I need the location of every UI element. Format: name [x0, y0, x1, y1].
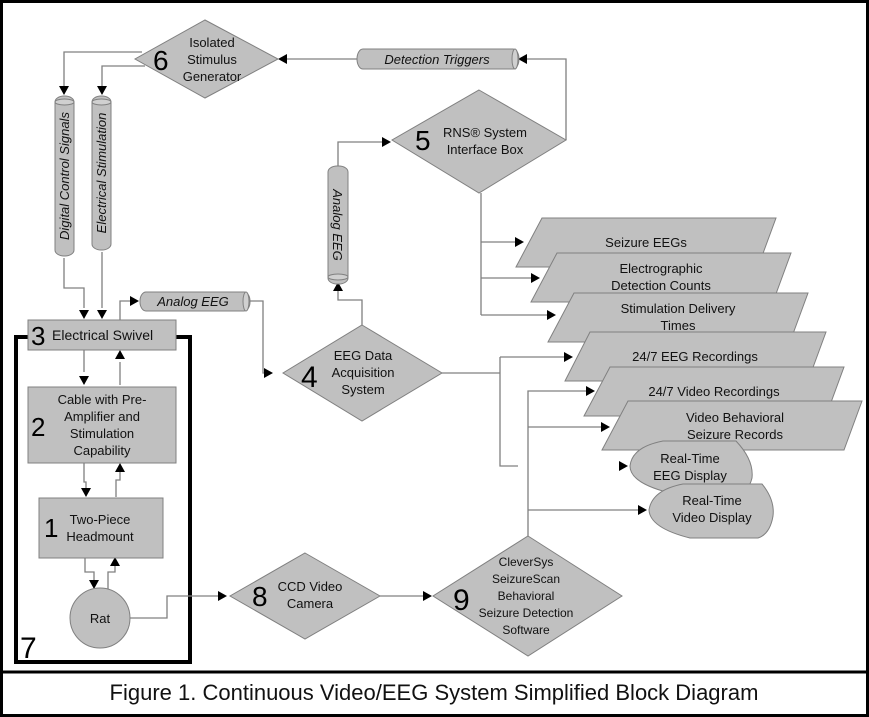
block-2-number: 2: [31, 412, 45, 442]
block-2-line-1: Cable with Pre-: [58, 392, 147, 407]
output-eeg-recordings-label: 24/7 EEG Recordings: [632, 349, 758, 364]
block-6-stimulus-generator[interactable]: 6 Isolated Stimulus Generator: [133, 19, 280, 99]
output-behavioral-line-2: Seizure Records: [687, 427, 784, 442]
block-4-line-1: EEG Data: [334, 348, 393, 363]
block-9-line-2: SeizureScan: [492, 572, 560, 586]
pipe-analog-eeg-vertical-label: Analog EEG: [330, 188, 345, 261]
output-realtime-eeg-display[interactable]: Real-Time EEG Display: [629, 440, 753, 494]
output-detection-counts-line-1: Electrographic: [619, 261, 703, 276]
block-8-number: 8: [252, 581, 268, 612]
block-9-line-1: CleverSys: [499, 555, 554, 569]
block-2-line-3: Stimulation: [70, 426, 134, 441]
block-9-line-3: Behavioral: [498, 589, 555, 603]
output-behavioral-seizure-records[interactable]: Video Behavioral Seizure Records: [601, 400, 863, 451]
block-2-line-2: Amplifier and: [64, 409, 140, 424]
block-5-number: 5: [415, 125, 431, 156]
block-7-number: 7: [20, 632, 37, 665]
connectors: [63, 51, 640, 619]
block-3-electrical-swivel[interactable]: 3 Electrical Swivel: [27, 319, 177, 351]
pipe-digital-control-signals: Digital Control Signals: [54, 95, 75, 257]
block-5-line-1: RNS® System: [443, 125, 527, 140]
block-1-line-1: Two-Piece: [70, 512, 131, 527]
output-stim-times-line-1: Stimulation Delivery: [621, 301, 736, 316]
output-rt-video-line-2: Video Display: [672, 510, 752, 525]
rat-label: Rat: [90, 611, 111, 626]
output-detection-counts-line-2: Detection Counts: [611, 278, 711, 293]
pipe-digital-control-label: Digital Control Signals: [57, 112, 72, 240]
output-stim-delivery-times[interactable]: Stimulation Delivery Times: [547, 292, 809, 343]
output-behavioral-line-1: Video Behavioral: [686, 410, 784, 425]
output-rt-eeg-line-2: EEG Display: [653, 468, 727, 483]
block-3-number: 3: [31, 321, 45, 351]
block-8-ccd-camera[interactable]: 8 CCD Video Camera: [228, 552, 382, 640]
output-rt-video-line-1: Real-Time: [682, 493, 741, 508]
block-2-line-4: Capability: [73, 443, 131, 458]
block-9-line-4: Seizure Detection: [479, 606, 574, 620]
block-3-label: Electrical Swivel: [52, 327, 153, 343]
enclosure-7: [14, 335, 192, 664]
pipe-detection-triggers-label: Detection Triggers: [384, 52, 490, 67]
output-video-recordings-label: 24/7 Video Recordings: [648, 384, 780, 399]
block-6-line-1: Isolated: [189, 35, 235, 50]
block-6-line-2: Stimulus: [187, 52, 237, 67]
block-2-cable[interactable]: 2 Cable with Pre- Amplifier and Stimulat…: [27, 386, 177, 464]
pipe-analog-eeg-horizontal-label: Analog EEG: [156, 294, 229, 309]
block-9-line-5: Software: [502, 623, 550, 637]
block-4-line-3: System: [341, 382, 384, 397]
block-8-line-1: CCD Video: [278, 579, 343, 594]
rat-node[interactable]: Rat: [69, 587, 131, 649]
block-1-headmount[interactable]: 1 Two-Piece Headmount: [38, 497, 164, 559]
block-5-rns-interface-box[interactable]: 5 RNS® System Interface Box: [391, 89, 567, 194]
output-rt-eeg-line-1: Real-Time: [660, 451, 719, 466]
block-1-number: 1: [44, 513, 58, 543]
block-4-eeg-acquisition[interactable]: 4 EEG Data Acquisition System: [282, 324, 443, 422]
output-seizure-eegs-label: Seizure EEGs: [605, 235, 687, 250]
block-9-cleversys-software[interactable]: 9 CleverSys SeizureScan Behavioral Seizu…: [432, 535, 623, 657]
pipe-electrical-stimulation-label: Electrical Stimulation: [94, 113, 109, 234]
output-detection-counts[interactable]: Electrographic Detection Counts: [530, 252, 792, 303]
block-4-number: 4: [301, 361, 318, 394]
figure-caption: Figure 1. Continuous Video/EEG System Si…: [110, 680, 759, 705]
pipe-analog-eeg-horizontal: Analog EEG: [139, 291, 251, 312]
block-6-line-3: Generator: [183, 69, 242, 84]
block-8-line-2: Camera: [287, 596, 334, 611]
block-6-number: 6: [153, 45, 169, 76]
pipe-electrical-stimulation: Electrical Stimulation: [91, 95, 112, 251]
pipe-detection-triggers: Detection Triggers: [356, 48, 520, 70]
pipe-analog-eeg-vertical: Analog EEG: [327, 165, 349, 285]
block-1-line-2: Headmount: [66, 529, 134, 544]
output-realtime-video-display[interactable]: Real-Time Video Display: [648, 483, 774, 539]
output-stim-times-line-2: Times: [661, 318, 696, 333]
block-5-line-2: Interface Box: [447, 142, 524, 157]
arrowheads: [59, 54, 647, 601]
block-4-line-2: Acquisition: [332, 365, 395, 380]
block-9-number: 9: [453, 584, 470, 617]
